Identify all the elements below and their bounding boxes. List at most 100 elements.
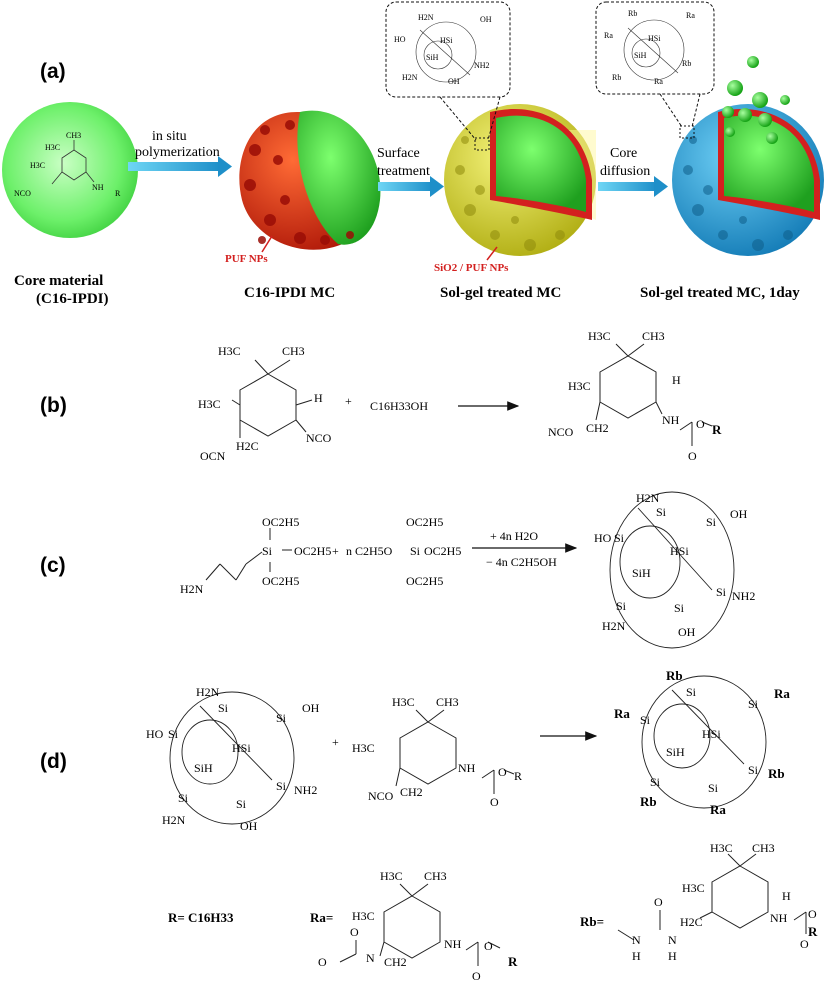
- rb-ch2: H2C: [680, 915, 703, 929]
- ra-definition: Ra=: [310, 910, 333, 925]
- c-cage-hsi: HSi: [670, 544, 689, 558]
- rb-o-right: O: [808, 907, 817, 921]
- inset2-cage: [623, 19, 685, 81]
- solgel-1day-zoom-marker: [679, 125, 695, 139]
- puf-label: PUF NPs: [225, 253, 268, 265]
- arrow3-line1: Core: [610, 146, 637, 161]
- inset-silane-network: [385, 1, 511, 98]
- ra-o-left: O: [318, 955, 327, 969]
- d-cage-oh-tr: OH: [302, 701, 320, 715]
- b-ch3: CH3: [282, 344, 305, 358]
- core-structure: [51, 140, 95, 185]
- d-prod-rb-bl: Rb: [640, 794, 657, 809]
- rb-n-left: N: [632, 933, 641, 947]
- c-below-arrow: − 4n C2H5OH: [486, 555, 557, 569]
- c-cage-si-l: Si: [614, 531, 625, 545]
- urethane-molecule-d: [395, 709, 515, 794]
- inset1-lead-2: [487, 96, 501, 141]
- c-cage-h2n-top: H2N: [636, 491, 660, 505]
- rb-r: R: [808, 924, 818, 939]
- b-ch2: H2C: [236, 439, 259, 453]
- core-ch3: CH3: [66, 131, 81, 140]
- ra-r: R: [508, 954, 518, 969]
- p-o2: O: [688, 449, 697, 463]
- d-nco: NCO: [368, 789, 394, 803]
- sio2-label: SiO2 / PUF NPs: [434, 262, 509, 274]
- arrow-polymerization-head: [218, 156, 232, 177]
- rb-h-left: H: [632, 949, 641, 963]
- c-oet-right: OC2H5: [294, 544, 331, 558]
- core-sphere: [2, 102, 138, 238]
- core-r: R: [115, 189, 121, 198]
- d-cage-si-r: Si: [276, 779, 287, 793]
- d-prod-si-r: Si: [748, 763, 759, 777]
- ra-h3c: H3C: [380, 869, 403, 883]
- core-h3c: H3C: [45, 143, 60, 152]
- ra-o-bot: O: [472, 969, 481, 983]
- inset2-rb-top: Rb: [628, 9, 637, 18]
- rb-h: H: [782, 889, 791, 903]
- r-definition: R= C16H33: [168, 910, 234, 925]
- b-h3c-2: H3C: [198, 397, 221, 411]
- ra-h3c-2: H3C: [352, 909, 375, 923]
- solgel-zoom-marker: [474, 137, 490, 151]
- sio2-pointer: [486, 246, 498, 261]
- c-cage-si-bl: Si: [616, 599, 627, 613]
- d-prod-si-l: Si: [640, 713, 651, 727]
- rb-structure: [617, 853, 807, 941]
- d-h3c-2: H3C: [352, 741, 375, 755]
- p-nco: NCO: [548, 425, 574, 439]
- c-cage-sih: SiH: [632, 566, 651, 580]
- b-nco: NCO: [306, 431, 332, 445]
- inset-functionalized-network: [595, 1, 715, 95]
- d-prod-ra-b: Ra: [710, 802, 726, 817]
- inset1-hsi: HSi: [440, 36, 453, 45]
- rb-n-right: N: [668, 933, 677, 947]
- d-prod-sih: SiH: [666, 745, 685, 759]
- ra-n: N: [366, 951, 375, 965]
- c-cage-oh-tr: OH: [730, 507, 748, 521]
- inset2-rb-bot: Rb: [612, 73, 621, 82]
- arrow-core-diffusion: [598, 182, 656, 191]
- c-teos-top: OC2H5: [406, 515, 443, 529]
- inset2-rb-right: Rb: [682, 59, 691, 68]
- d-cage-hsi: HSi: [232, 741, 251, 755]
- c-oet-top: OC2H5: [262, 515, 299, 529]
- core-caption-1: Core material: [14, 273, 103, 289]
- solgel-caption: Sol-gel treated MC: [440, 285, 561, 301]
- d-prod-si-top: Si: [686, 685, 697, 699]
- inset1-lead-1: [439, 96, 477, 141]
- core-ocn: NCO: [14, 189, 31, 198]
- d-cage-si-tr: Si: [276, 711, 287, 725]
- d-plus: +: [332, 735, 339, 749]
- inset1-ho: HO: [394, 35, 406, 44]
- p-h3c: H3C: [588, 329, 611, 343]
- ipdi-molecule-b: [231, 359, 313, 438]
- silsesquioxane-cage-c: [609, 491, 735, 649]
- d-prod-rb-top: Rb: [666, 668, 683, 683]
- c-cage-nh2: NH2: [732, 589, 755, 603]
- urethane-product-b: [595, 343, 713, 446]
- p-o1: O: [696, 417, 705, 431]
- c-h2n: H2N: [180, 582, 204, 596]
- d-prod-si-tr: Si: [748, 697, 759, 711]
- d-r: R: [514, 769, 522, 783]
- d-cage-sih: SiH: [194, 761, 213, 775]
- core-h3c-2: H3C: [30, 161, 45, 170]
- rb-definition: Rb=: [580, 914, 604, 929]
- d-prod-ra-l: Ra: [614, 706, 630, 721]
- b-h3c: H3C: [218, 344, 241, 358]
- inset1-h2n-top: H2N: [418, 13, 434, 22]
- d-h3c: H3C: [392, 695, 415, 709]
- b-h: H: [314, 391, 323, 405]
- arrow2-line2: treatment: [377, 164, 430, 179]
- rb-ch3: CH3: [752, 841, 775, 855]
- b-reagent: C16H33OH: [370, 399, 428, 413]
- solgel-capsule: [444, 104, 596, 256]
- arrow-surface-head: [430, 176, 444, 197]
- solgel-1day-capsule: [672, 56, 824, 256]
- rb-o-top: O: [654, 895, 663, 909]
- aptes-molecule: [205, 528, 292, 581]
- inset1-oh-bot: OH: [448, 77, 460, 86]
- functionalized-cage-d: [641, 675, 767, 809]
